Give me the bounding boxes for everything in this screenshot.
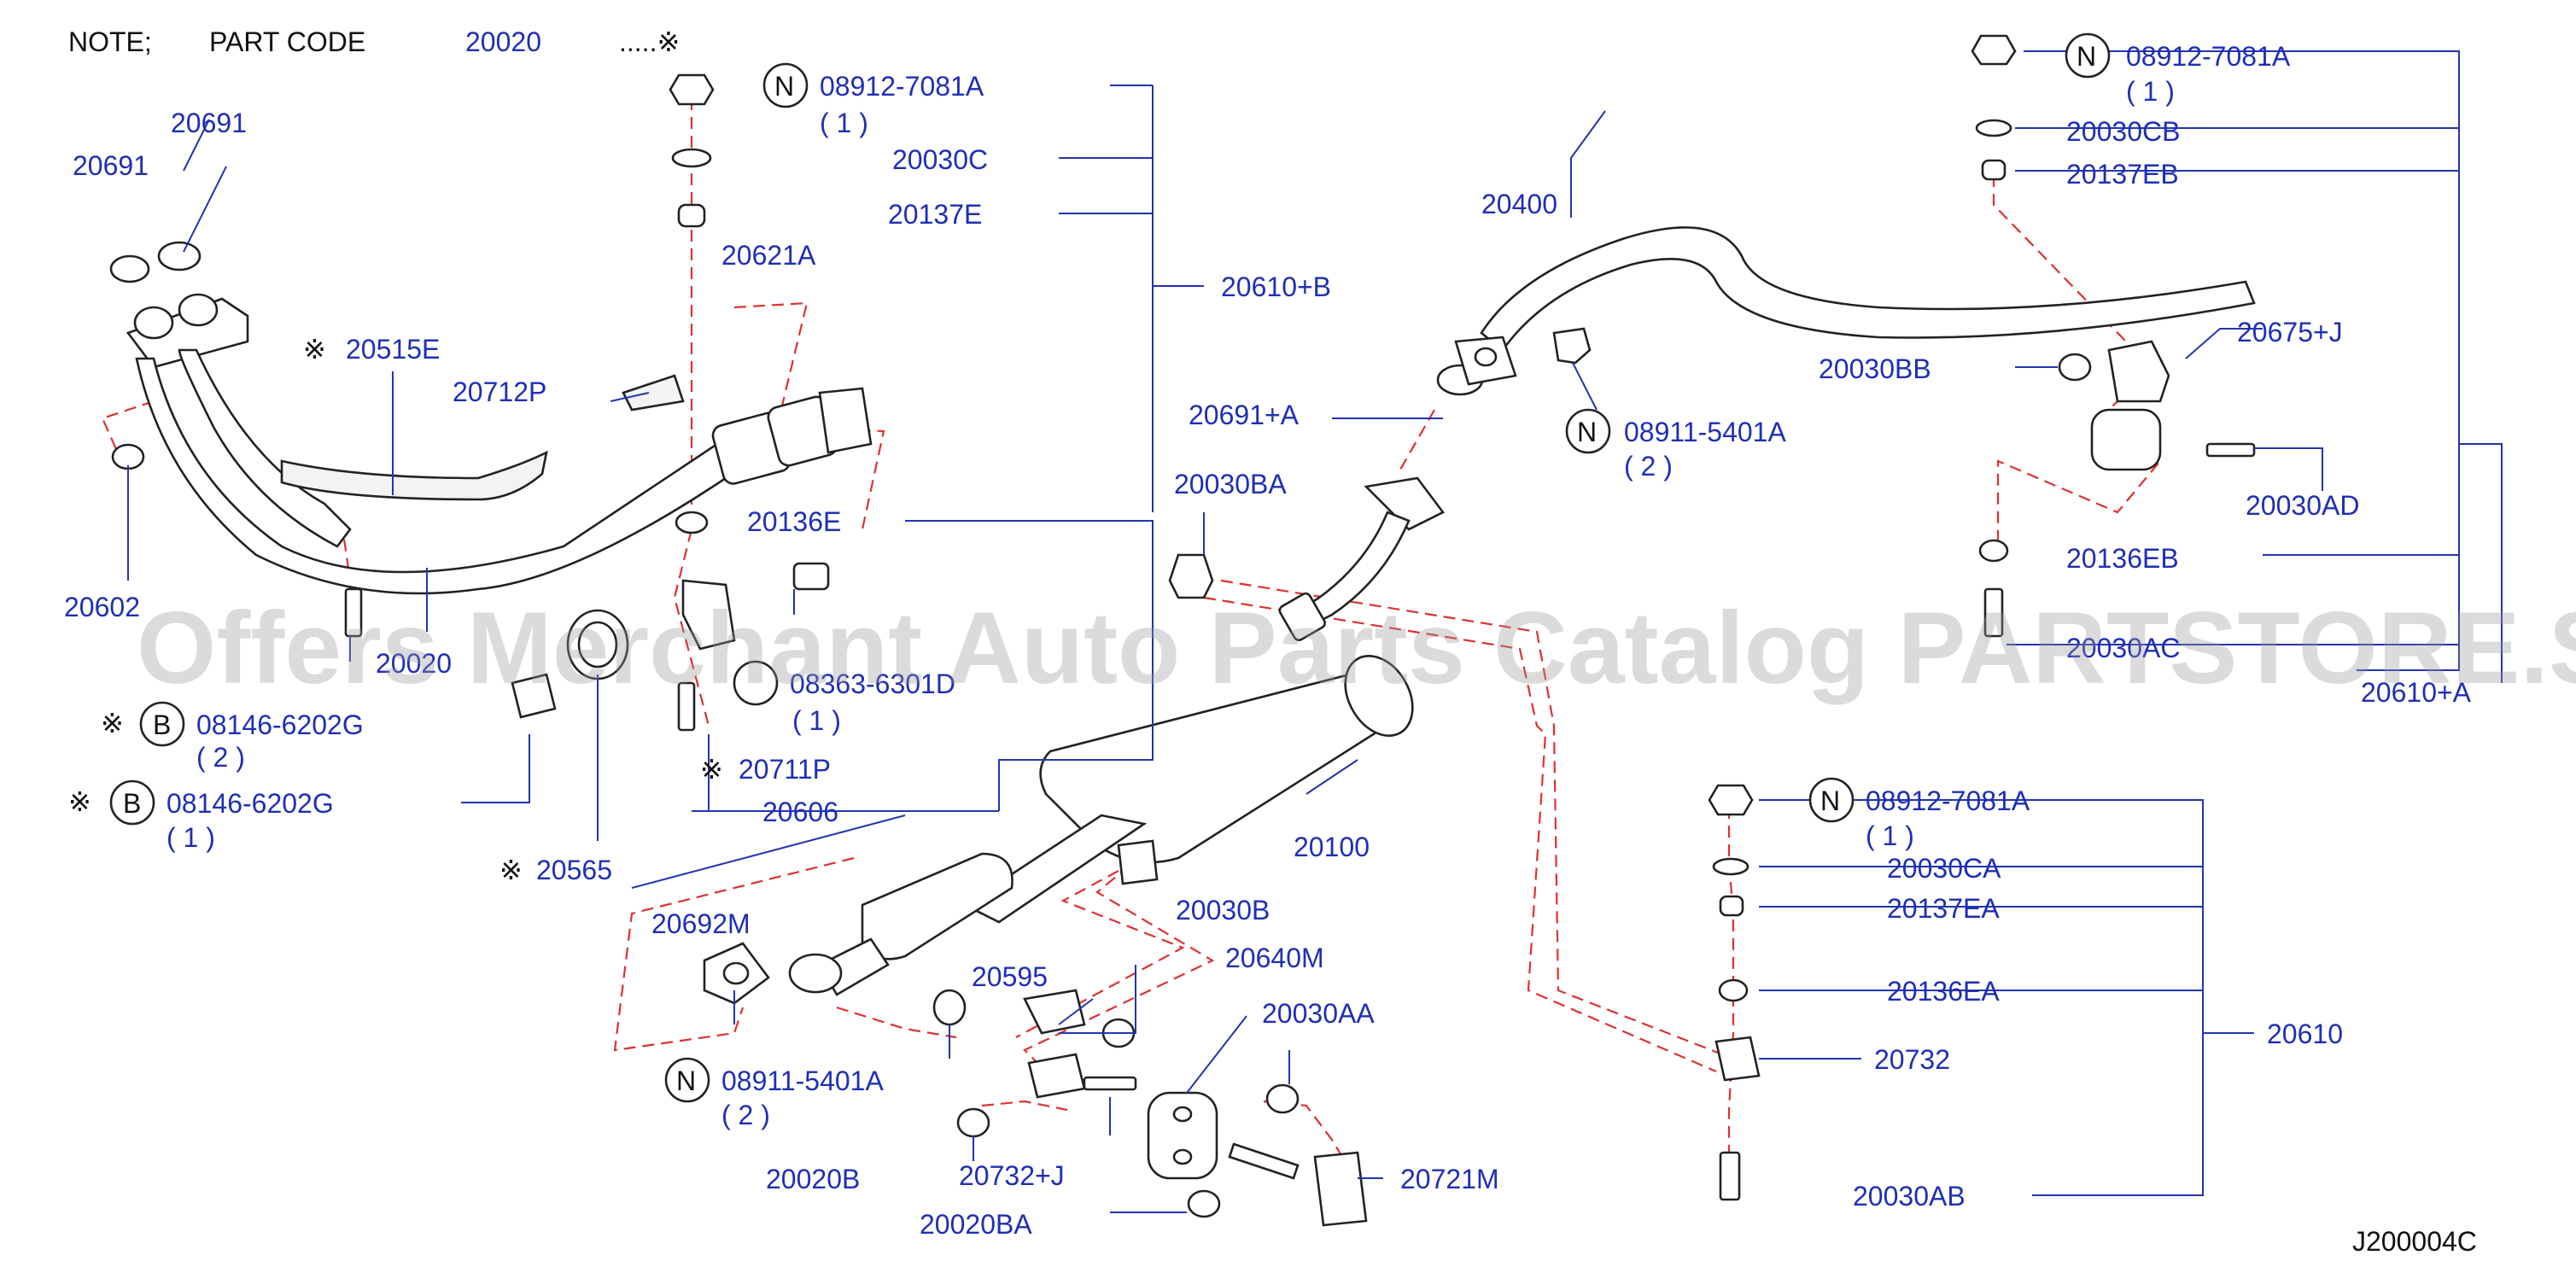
label-20721m: 20721M xyxy=(1400,1164,1499,1194)
label-20610b: 20610+B xyxy=(1221,272,1331,302)
label-08911-5401a-mid: 08911-5401A xyxy=(1624,417,1786,447)
label-20565: 20565 xyxy=(536,855,612,885)
label-20732j: 20732+J xyxy=(959,1160,1065,1191)
label-08146-6202g-2: 08146-6202G xyxy=(196,709,364,740)
svg-text:N: N xyxy=(774,71,794,102)
star-markers: ※ ※ ※ ※ ※ xyxy=(68,334,723,885)
marker-n-br: N xyxy=(1808,777,1855,823)
label-20691a: 20691+A xyxy=(1189,400,1300,430)
svg-text:※: ※ xyxy=(303,334,326,365)
note-code-label: PART CODE xyxy=(209,26,365,57)
label-20136ea: 20136EA xyxy=(1887,976,2000,1007)
leader-lines xyxy=(127,50,2503,1213)
label-20020b: 20020B xyxy=(766,1164,860,1194)
label-08146-qty-1: ( 1 ) xyxy=(166,822,215,853)
flange-gaskets xyxy=(703,942,770,1005)
label-20030aa: 20030AA xyxy=(1262,998,1375,1029)
label-20030ad: 20030AD xyxy=(2246,490,2359,521)
label-08911-qty-bot: ( 2 ) xyxy=(721,1100,770,1130)
label-20712p: 20712P xyxy=(453,377,546,407)
tail-pipe xyxy=(1454,226,2256,386)
svg-text:N: N xyxy=(2077,41,2096,72)
label-08912-qty-top: ( 1 ) xyxy=(820,108,868,138)
label-20602: 20602 xyxy=(64,592,140,622)
label-20595: 20595 xyxy=(972,961,1048,992)
label-20030ac: 20030AC xyxy=(2066,633,2180,663)
part-code-note: NOTE; PART CODE 20020 .....※ xyxy=(68,26,680,57)
marker-b-1: B xyxy=(139,701,185,747)
marker-n-bot: N xyxy=(664,1057,710,1103)
label-20030cb: 20030CB xyxy=(2066,116,2180,147)
label-08146-qty-2: ( 2 ) xyxy=(196,742,245,773)
label-20400: 20400 xyxy=(1481,189,1557,219)
note-suffix: .....※ xyxy=(619,26,680,57)
marker-n-mid: N xyxy=(1565,408,1611,454)
svg-text:N: N xyxy=(1820,785,1840,816)
label-20137ea: 20137EA xyxy=(1887,893,2000,924)
marker-n-top: N xyxy=(762,62,809,108)
label-20030c: 20030C xyxy=(892,144,988,175)
mounting-rubbers xyxy=(1147,340,2170,1180)
label-20137eb: 20137EB xyxy=(2066,159,2179,190)
marker-n-tr: N xyxy=(2065,32,2111,79)
clamp-20565 xyxy=(511,609,629,719)
marker-s-partial xyxy=(733,660,779,706)
label-20515e: 20515E xyxy=(346,334,440,365)
label-20020ba: 20020BA xyxy=(920,1209,1032,1240)
svg-text:B: B xyxy=(153,709,171,740)
svg-text:B: B xyxy=(123,788,141,819)
label-08912-qty-tr: ( 1 ) xyxy=(2126,76,2175,107)
svg-text:※: ※ xyxy=(68,786,91,817)
label-20732: 20732 xyxy=(1874,1044,1950,1075)
label-20030ab: 20030AB xyxy=(1853,1181,1966,1212)
label-20100: 20100 xyxy=(1294,832,1370,862)
note-code: 20020 xyxy=(465,26,541,57)
label-20610a: 20610+A xyxy=(2361,677,2472,708)
diagram-id: J200004C xyxy=(2352,1226,2477,1257)
label-20136eb: 20136EB xyxy=(2066,543,2179,574)
label-20691-a: 20691 xyxy=(171,108,247,138)
label-08363-6301d: 08363-6301D xyxy=(790,669,955,699)
heat-shield xyxy=(280,374,685,501)
label-08912-qty-br: ( 1 ) xyxy=(1866,820,1914,851)
label-08363-qty: ( 1 ) xyxy=(792,705,841,736)
label-20675j: 20675+J xyxy=(2237,317,2343,347)
svg-text:N: N xyxy=(676,1066,696,1096)
svg-text:※: ※ xyxy=(101,708,124,739)
label-20610: 20610 xyxy=(2267,1019,2343,1049)
label-20030ca: 20030CA xyxy=(1887,853,2001,884)
pre-muffler xyxy=(788,852,1013,996)
label-20621a: 20621A xyxy=(721,240,816,271)
label-20692m: 20692M xyxy=(651,908,751,939)
label-20030bb: 20030BB xyxy=(1819,353,1931,384)
label-20711p: 20711P xyxy=(739,754,831,785)
gaskets xyxy=(109,241,1484,396)
label-08912-7081a-top: 08912-7081A xyxy=(820,71,984,102)
part-labels: 08912-7081A ( 1 ) 20030C 20137E 20621A 2… xyxy=(64,41,2472,1240)
label-08146-6202g-1: 08146-6202G xyxy=(166,788,334,819)
label-08912-7081a-tr: 08912-7081A xyxy=(2126,41,2291,72)
brackets xyxy=(681,579,1761,1227)
label-20137e: 20137E xyxy=(888,199,982,230)
label-20606: 20606 xyxy=(762,797,838,827)
label-08912-7081a-br: 08912-7081A xyxy=(1866,785,2030,816)
svg-text:※: ※ xyxy=(499,855,523,885)
note-prefix: NOTE; xyxy=(68,26,152,57)
front-tube xyxy=(1278,476,1445,642)
label-20691-b: 20691 xyxy=(73,150,149,181)
svg-text:※: ※ xyxy=(700,754,723,785)
svg-text:N: N xyxy=(1577,417,1597,447)
marker-b-2: B xyxy=(109,779,155,826)
label-20030ba: 20030BA xyxy=(1174,469,1287,499)
label-20640m: 20640M xyxy=(1225,943,1324,973)
label-08911-qty-mid: ( 2 ) xyxy=(1624,451,1673,482)
label-20136e: 20136E xyxy=(747,506,841,537)
front-manifold-pipe xyxy=(126,293,873,595)
label-20030b: 20030B xyxy=(1176,895,1270,925)
circle-markers: N B B N N N N xyxy=(109,32,2111,1103)
watermark-text: Offers Merchant Auto Parts Catalog PARTS… xyxy=(137,591,2576,705)
label-20020: 20020 xyxy=(376,648,452,679)
label-08911-5401a-bot: 08911-5401A xyxy=(721,1066,884,1096)
